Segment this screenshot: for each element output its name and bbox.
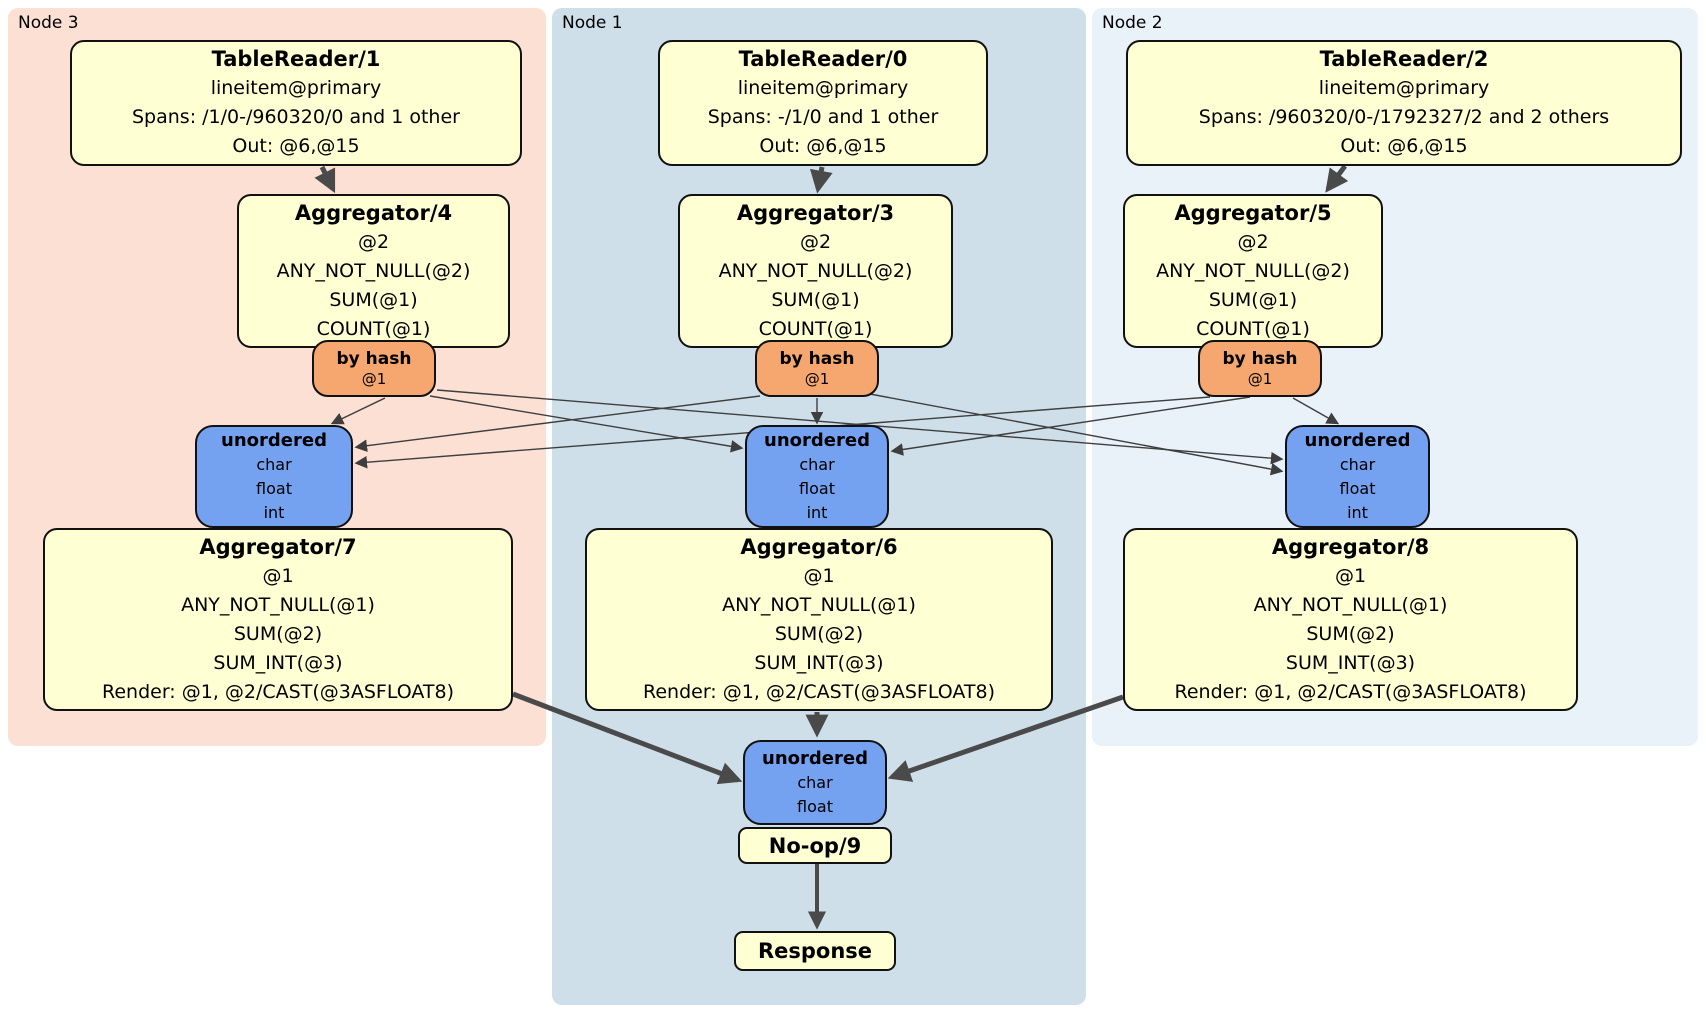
box-line: SUM_INT(@3) bbox=[1285, 651, 1416, 674]
box-line: Out: @6,@15 bbox=[1340, 135, 1468, 157]
box-line: @1 bbox=[803, 564, 835, 587]
box-line: @2 bbox=[799, 230, 832, 253]
box-line: Render: @1, @2/CAST(@3ASFLOAT8) bbox=[1174, 680, 1527, 703]
box-line: ANY_NOT_NULL(@2) bbox=[276, 259, 471, 282]
box-line: char bbox=[799, 455, 835, 474]
box-line: SUM(@2) bbox=[1306, 622, 1395, 645]
op-tablereader-2: TableReader/2 lineitem@primary Spans: /9… bbox=[1126, 40, 1682, 166]
box-line: Spans: /1/0-/960320/0 and 1 other bbox=[132, 106, 460, 128]
box-line: float bbox=[797, 797, 833, 816]
op-aggregator-5: Aggregator/5 @2 ANY_NOT_NULL(@2) SUM(@1)… bbox=[1123, 194, 1383, 348]
box-line: COUNT(@1) bbox=[758, 317, 873, 340]
thick-arrows bbox=[314, 164, 1349, 930]
box-title: Aggregator/7 bbox=[199, 534, 357, 559]
box-title: unordered bbox=[762, 748, 868, 769]
stream-unordered-final: unordered char float bbox=[743, 740, 887, 825]
stream-unordered-middle: unordered char float int bbox=[745, 425, 889, 528]
box-title: Aggregator/3 bbox=[736, 200, 895, 225]
box-line: ANY_NOT_NULL(@1) bbox=[1253, 593, 1448, 616]
box-title: Aggregator/6 bbox=[740, 534, 898, 559]
op-aggregator-7: Aggregator/7 @1 ANY_NOT_NULL(@1) SUM(@2)… bbox=[43, 528, 513, 711]
box-line: @1 bbox=[262, 564, 294, 587]
router-by-hash-right: by hash @1 bbox=[1198, 340, 1322, 397]
box-line: COUNT(@1) bbox=[1196, 317, 1310, 340]
box-line: float bbox=[799, 479, 835, 498]
box-line: char bbox=[256, 455, 292, 474]
box-line: SUM_INT(@3) bbox=[213, 651, 343, 674]
box-line: @2 bbox=[1237, 230, 1269, 253]
op-aggregator-8: Aggregator/8 @1 ANY_NOT_NULL(@1) SUM(@2)… bbox=[1123, 528, 1578, 711]
box-title: Aggregator/8 bbox=[1271, 534, 1430, 559]
node-label: Node 1 bbox=[562, 13, 623, 33]
box-line: ANY_NOT_NULL(@2) bbox=[1156, 259, 1350, 282]
box-line: int bbox=[1347, 503, 1368, 522]
box-title: unordered bbox=[221, 430, 327, 451]
box-line: float bbox=[256, 479, 292, 498]
box-line: SUM(@1) bbox=[771, 288, 860, 311]
box-title: Response bbox=[757, 939, 873, 963]
op-tablereader-1: TableReader/1 lineitem@primary Spans: /1… bbox=[70, 40, 522, 166]
box-title: No-op/9 bbox=[768, 833, 862, 858]
box-line: ANY_NOT_NULL(@2) bbox=[718, 259, 913, 282]
box-title: TableReader/1 bbox=[211, 47, 381, 71]
box-line: char bbox=[1339, 455, 1376, 474]
box-line: Render: @1, @2/CAST(@3ASFLOAT8) bbox=[643, 680, 995, 703]
box-line: SUM(@2) bbox=[233, 622, 323, 645]
box-title: by hash bbox=[336, 349, 412, 369]
box-line: Out: @6,@15 bbox=[759, 135, 887, 157]
box-title: TableReader/2 bbox=[1319, 47, 1489, 71]
box-line: int bbox=[263, 503, 285, 522]
box-line: lineitem@primary bbox=[210, 77, 382, 99]
box-line: @1 bbox=[361, 370, 387, 388]
box-line: Out: @6,@15 bbox=[232, 135, 360, 157]
box-line: lineitem@primary bbox=[737, 77, 909, 99]
op-aggregator-4: Aggregator/4 @2 ANY_NOT_NULL(@2) SUM(@1)… bbox=[237, 194, 510, 348]
box-line: SUM(@2) bbox=[774, 622, 864, 645]
op-aggregator-3: Aggregator/3 @2 ANY_NOT_NULL(@2) SUM(@1)… bbox=[678, 194, 953, 348]
box-line: SUM(@1) bbox=[1208, 288, 1298, 311]
box-title: Aggregator/5 bbox=[1174, 200, 1332, 225]
op-noop-9: No-op/9 bbox=[738, 827, 892, 864]
stream-unordered-right: unordered char float int bbox=[1285, 425, 1430, 528]
box-line: Spans: -/1/0 and 1 other bbox=[707, 106, 939, 128]
stream-unordered-left: unordered char float int bbox=[195, 425, 353, 528]
box-line: ANY_NOT_NULL(@1) bbox=[181, 593, 375, 616]
box-line: SUM_INT(@3) bbox=[754, 651, 884, 674]
box-title: Aggregator/4 bbox=[294, 200, 453, 225]
shuffle-lines bbox=[330, 389, 1340, 476]
box-line: lineitem@primary bbox=[1318, 77, 1490, 99]
box-title: unordered bbox=[764, 430, 870, 451]
box-line: ANY_NOT_NULL(@1) bbox=[722, 593, 916, 616]
box-line: SUM(@1) bbox=[329, 288, 418, 311]
box-title: unordered bbox=[1304, 430, 1411, 451]
box-line: int bbox=[806, 503, 828, 522]
op-response: Response bbox=[734, 931, 896, 971]
node-label: Node 3 bbox=[18, 13, 79, 33]
box-line: COUNT(@1) bbox=[316, 317, 431, 340]
op-aggregator-6: Aggregator/6 @1 ANY_NOT_NULL(@1) SUM(@2)… bbox=[585, 528, 1053, 711]
box-line: Spans: /960320/0-/1792327/2 and 2 others bbox=[1198, 106, 1610, 128]
box-line: char bbox=[797, 773, 833, 792]
node-label: Node 2 bbox=[1102, 13, 1163, 33]
router-by-hash-left: by hash @1 bbox=[312, 340, 436, 397]
router-by-hash-middle: by hash @1 bbox=[755, 340, 879, 397]
box-title: by hash bbox=[1222, 349, 1298, 369]
box-line: @2 bbox=[357, 230, 390, 253]
box-line: @1 bbox=[1334, 564, 1367, 587]
box-line: @1 bbox=[804, 370, 830, 388]
box-line: @1 bbox=[1247, 370, 1273, 388]
box-line: Render: @1, @2/CAST(@3ASFLOAT8) bbox=[102, 680, 454, 703]
box-line: float bbox=[1339, 479, 1376, 498]
box-title: by hash bbox=[779, 349, 855, 369]
box-title: TableReader/0 bbox=[738, 47, 908, 71]
op-tablereader-0: TableReader/0 lineitem@primary Spans: -/… bbox=[658, 40, 988, 166]
